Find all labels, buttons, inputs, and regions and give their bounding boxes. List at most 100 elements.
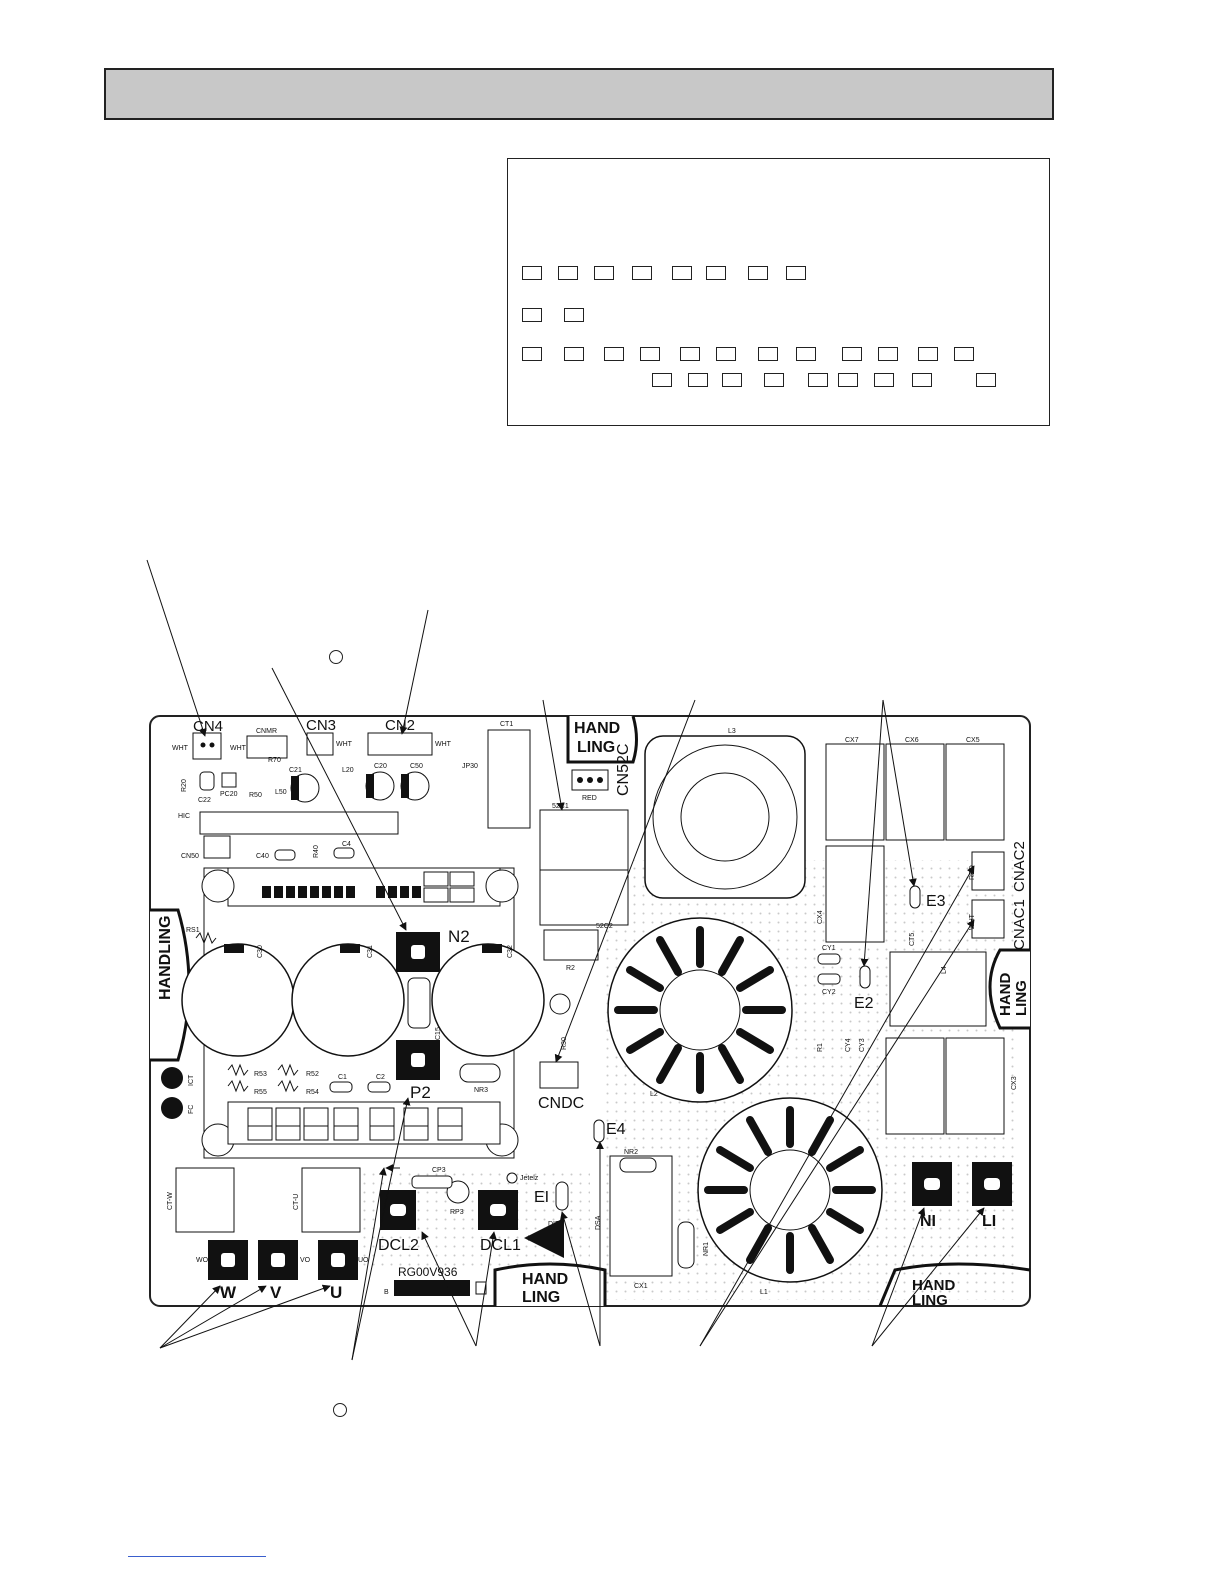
- ctw-label: CT-W: [167, 1192, 174, 1210]
- legend-box-8: [786, 266, 806, 280]
- legend-box-5: [672, 266, 692, 280]
- ict-point: [161, 1067, 183, 1089]
- legend-box-24: [688, 373, 708, 387]
- l2-label: L2: [650, 1091, 658, 1098]
- connector-cnac2: RED CNAC2: [969, 841, 1028, 892]
- pin-row-top: [262, 871, 475, 903]
- c1-label: C1: [338, 1074, 347, 1081]
- nr2-label: NR2: [624, 1149, 638, 1156]
- legend-box-17: [758, 347, 778, 361]
- svg-text:UO: UO: [358, 1257, 369, 1264]
- ctu-sensor: [301, 1167, 361, 1233]
- r53-label: R53: [254, 1071, 267, 1078]
- l2-toroid: L2: [607, 917, 793, 1103]
- handling-right-line1: HAND: [997, 973, 1014, 1016]
- svg-text:CX3: CX3: [1011, 1076, 1018, 1090]
- terminal-p2: P2: [396, 1040, 440, 1102]
- handling-top-line1: HAND: [574, 720, 620, 737]
- jp30-label: JP30: [462, 763, 478, 770]
- legend-box-16: [716, 347, 736, 361]
- cnmr-label: CNMR: [256, 728, 277, 735]
- capacitor-c32: C32: [431, 943, 545, 1057]
- e2-terminal: [859, 965, 871, 989]
- svg-text:WO: WO: [196, 1257, 209, 1264]
- w-label: W: [220, 1283, 237, 1302]
- r20-label: R20: [181, 779, 188, 792]
- terminal-ni: NI: [912, 1162, 952, 1230]
- footer-link-underline: [128, 1556, 266, 1557]
- legend-box-3: [594, 266, 614, 280]
- cn3-wht: WHT: [336, 741, 353, 748]
- capacitor-c30: C30: [181, 943, 295, 1057]
- hic-module: [199, 811, 399, 835]
- legend-box-30: [912, 373, 932, 387]
- n2-label: N2: [448, 927, 470, 946]
- legend-box-13: [604, 347, 624, 361]
- svg-text:VO: VO: [300, 1257, 311, 1264]
- e2-label: E2: [854, 995, 874, 1012]
- legend-box-29: [874, 373, 894, 387]
- ct5-label: CT5: [909, 933, 916, 946]
- rs1-label: RS1: [186, 927, 200, 934]
- relay-52c1: [539, 809, 629, 871]
- relay-52c2: [539, 869, 629, 926]
- terminal-li: LI: [972, 1162, 1012, 1230]
- r30-label: R30: [561, 1037, 568, 1050]
- handling-zone-top: HAND LING: [566, 715, 638, 764]
- handling-left: HANDLING: [157, 916, 174, 1000]
- legend-box-4: [632, 266, 652, 280]
- cn3-label: CN3: [306, 717, 336, 734]
- handling-bottom-line1: HAND: [522, 1271, 568, 1288]
- legend-box-15: [680, 347, 700, 361]
- r55-label: R55: [254, 1089, 267, 1096]
- ct1-part: [487, 729, 531, 829]
- pc20-part: [221, 772, 237, 788]
- c21-label: C21: [289, 767, 302, 774]
- p2-label: P2: [410, 1083, 431, 1102]
- cn4-label: CN4: [193, 718, 223, 735]
- cx3-cap-a: [885, 1037, 945, 1135]
- legend-box-23: [652, 373, 672, 387]
- terminal-u: UO U: [318, 1240, 369, 1302]
- handling-zone-bottom-right: HAND LING: [878, 1262, 1031, 1309]
- cy4-label: CY4: [845, 1038, 852, 1052]
- cx6-cap: CX6: [885, 737, 945, 841]
- ct1-label: CT1: [500, 721, 513, 728]
- ctu-label: CT-U: [293, 1194, 300, 1210]
- l4-label: L4: [941, 966, 948, 974]
- dip-label: DIP: [548, 1221, 560, 1228]
- part-number: RG00V936: [398, 1265, 458, 1279]
- r70-label: R70: [268, 757, 281, 764]
- legend-box-26: [764, 373, 784, 387]
- legend-box-1: [522, 266, 542, 280]
- cn50-label: CN50: [181, 853, 199, 860]
- cx5-cap: CX5: [945, 737, 1005, 841]
- legend-box-14: [640, 347, 660, 361]
- cx1-cap: CX1: [609, 1155, 673, 1290]
- capacitor-c31: C31: [291, 943, 405, 1057]
- cx3-cap-b: CX3: [945, 1037, 1018, 1135]
- terminal-dcl1: DCL1: [478, 1190, 521, 1254]
- cy3-label: CY3: [859, 1038, 866, 1052]
- handling-zone-left: HANDLING: [150, 908, 191, 1062]
- legend-box-11: [522, 347, 542, 361]
- rp3-part: [446, 1180, 470, 1204]
- cndc-connector: [539, 1061, 579, 1089]
- svg-text:CX4: CX4: [817, 910, 824, 924]
- fc-label: FC: [188, 1105, 195, 1114]
- c50-label: C50: [410, 763, 423, 770]
- cy2-label: CY2: [822, 989, 836, 996]
- legend-box-6: [706, 266, 726, 280]
- cn2-label: CN2: [385, 717, 415, 734]
- legend-box-28: [838, 373, 858, 387]
- cn52c-red: RED: [582, 795, 597, 802]
- cnmr-wht: WHT: [230, 745, 247, 752]
- svg-text:CX7: CX7: [845, 737, 859, 744]
- fc-point: [161, 1097, 183, 1119]
- handling-zone-right: HAND LING: [988, 948, 1030, 1030]
- pin-row-bottom: [247, 1107, 463, 1141]
- c32-label: C32: [507, 945, 514, 958]
- handling-bottom-line2: LING: [522, 1289, 560, 1306]
- l50-label: L50: [275, 789, 287, 796]
- hic-label: HIC: [178, 813, 190, 820]
